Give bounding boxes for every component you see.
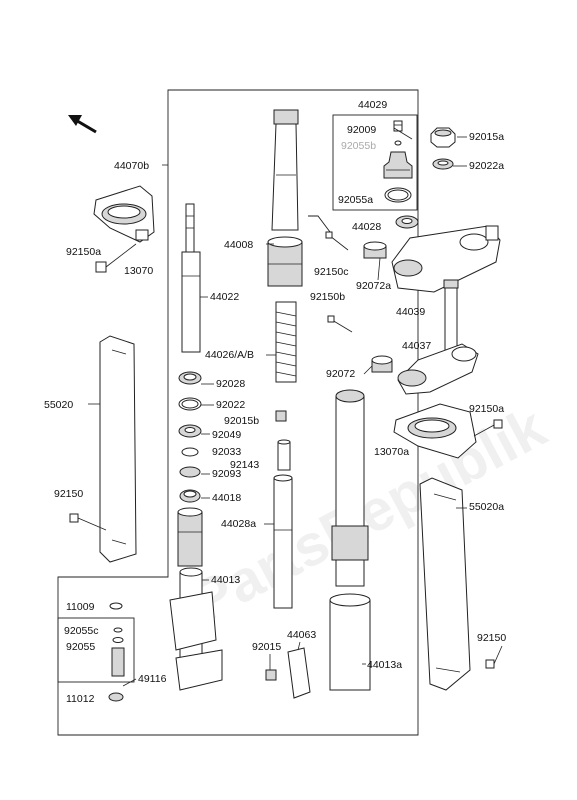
label-55020: 55020: [44, 399, 73, 411]
label-55020a: 55020a: [469, 501, 504, 513]
label-44013a: 44013a: [367, 659, 402, 671]
label-44028: 44028: [352, 221, 381, 233]
bolt-92150-right: [485, 645, 503, 669]
fork-guard-55020: [99, 335, 137, 563]
label-92028: 92028: [216, 378, 245, 390]
collar-92143-top: [277, 439, 291, 445]
oring-92055: [112, 637, 124, 643]
label-92033: 92033: [212, 446, 241, 458]
nut-92015b: [275, 410, 287, 422]
label-44037: 44037: [402, 340, 431, 352]
oring-92055c: [113, 627, 123, 633]
bolt-92009: [393, 120, 403, 132]
label-44018: 44018: [212, 492, 241, 504]
bolt-92150a-right: [473, 419, 503, 437]
label-92015b: 92015b: [224, 415, 259, 427]
label-44029: 44029: [358, 99, 387, 111]
label-92150a-right: 92150a: [469, 403, 504, 415]
seal-92049-hole: [184, 427, 196, 433]
nut-92015: [265, 669, 277, 681]
upper-triple-clamp-44039: [391, 225, 501, 293]
label-13070a: 13070a: [374, 446, 409, 458]
label-44063: 44063: [287, 629, 316, 641]
label-92143: 92143: [230, 459, 259, 471]
label-92093: 92093: [212, 468, 241, 480]
label-11009: 11009: [66, 601, 95, 613]
label-92072a: 92072a: [356, 280, 391, 292]
label-44039: 44039: [396, 306, 425, 318]
label-92015a: 92015a: [469, 131, 504, 143]
label-44008: 44008: [224, 239, 253, 251]
label-44028a: 44028a: [221, 518, 256, 530]
label-92009: 92009: [347, 124, 376, 136]
washer-92022a-hole: [437, 160, 449, 166]
washer-44028-hole: [401, 218, 413, 224]
fork-guard-55020a: [419, 477, 471, 691]
bushing-44018-hole: [183, 490, 197, 498]
kit-box-44029: [332, 114, 418, 211]
assembly-bracket-stem: [306, 215, 419, 736]
oring-92055a-inner: [387, 189, 409, 201]
axle-cap-44063: [287, 647, 311, 699]
leader-lines: [88, 127, 467, 687]
gasket-11009: [109, 602, 123, 610]
collar-92072: [371, 355, 393, 373]
spring-44026: [275, 301, 297, 383]
label-92150a-left: 92150a: [66, 246, 101, 258]
label-92049: 92049: [212, 429, 241, 441]
oring-92055b: [394, 140, 402, 146]
label-92150-right: 92150: [477, 632, 506, 644]
collar-92143: [277, 441, 291, 471]
label-44013: 44013: [211, 574, 240, 586]
kit-box-valve: [57, 617, 135, 683]
bolt-92150b: [327, 315, 353, 333]
label-92015: 92015: [252, 641, 281, 653]
bushing-92093: [179, 466, 201, 478]
gasket-11012: [108, 692, 124, 702]
front-direction-arrow-icon: [68, 115, 97, 134]
label-44022: 44022: [210, 291, 239, 303]
label-92055c: 92055c: [64, 625, 98, 637]
clip-92033: [181, 447, 199, 457]
damper-rod-44028a: [273, 474, 293, 609]
label-92150c: 92150c: [314, 266, 348, 278]
label-44026: 44026/A/B: [205, 349, 254, 361]
label-92022: 92022: [216, 399, 245, 411]
label-92150-left: 92150: [54, 488, 83, 500]
valve-body: [383, 151, 413, 179]
label-92072: 92072: [326, 368, 355, 380]
collar-92072a: [363, 241, 387, 259]
label-11012: 11012: [66, 693, 95, 705]
label-92055a: 92055a: [338, 194, 373, 206]
washer-92028-hole: [183, 373, 197, 381]
clamp-13070: [93, 185, 155, 243]
fork-tube-44013a: [329, 389, 371, 691]
bolt-92150-left: [69, 513, 107, 531]
valve-49116: [111, 647, 125, 677]
bolt-92150a-left: [95, 243, 137, 273]
bolt-92150c: [325, 231, 349, 251]
damper-rod-44022: [181, 203, 201, 353]
clamp-13070a: [393, 403, 477, 459]
inner-tube-44008: [267, 109, 303, 287]
nut-92015a: [430, 127, 456, 148]
label-49116: 49116: [138, 673, 167, 685]
label-13070: 13070: [124, 265, 153, 277]
label-92055: 92055: [66, 641, 95, 653]
steering-stem-44037: [397, 279, 479, 395]
label-92150b: 92150b: [310, 291, 345, 303]
label-92055b: 92055b: [341, 140, 376, 152]
outer-tube-left: [169, 567, 223, 691]
ring-92022-inner: [181, 399, 199, 409]
label-92022a: 92022a: [469, 160, 504, 172]
label-44070b: 44070b: [114, 160, 149, 172]
cylinder-44013: [177, 507, 203, 567]
